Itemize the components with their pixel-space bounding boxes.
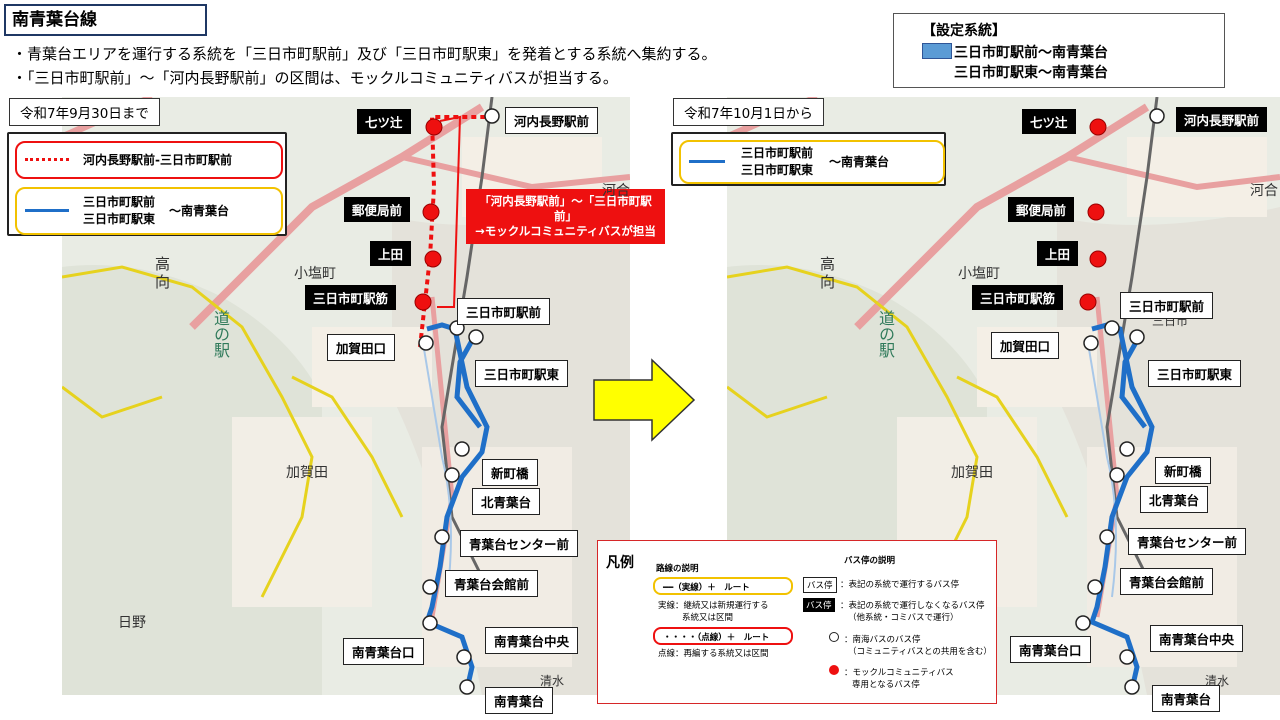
right-route-legend: 三日市町駅前 三日市町駅東 ～南青葉台: [671, 132, 946, 186]
left-legend-dotted: 河内長野駅前-三日市町駅前: [15, 141, 283, 179]
red-circle-stop-icon: [829, 665, 839, 675]
right-legend-solid-2: 三日市町駅東: [741, 163, 814, 177]
dotted-line-icon: [25, 158, 69, 161]
legend-stop-heading: バス停の説明: [844, 556, 896, 566]
settings-line-1: 三日市町駅前～南青葉台: [954, 45, 1108, 61]
left-red-note-line-2: →モックルコミュニティバスが担当: [475, 224, 656, 238]
legend-title: 凡例: [606, 555, 634, 571]
left-red-note-line-1: 「河内長野駅前」～「三日市町駅前」: [479, 194, 652, 223]
right-stop-mikkaichi-mae: 三日市町駅前: [1120, 292, 1214, 319]
left-stop-minami-aobadai-chuo: 南青葉台中央: [485, 627, 579, 654]
left-stop-shinmachibashi: 新町橋: [482, 459, 538, 486]
left-legend-solid: 三日市町駅前 三日市町駅東 ～南青葉台: [15, 187, 283, 235]
legend-red-circle-desc-1: ：モックルコミュニティバス: [844, 668, 954, 678]
left-stop-mikkaichi-mae: 三日市町駅前: [457, 298, 551, 325]
left-place-michinoeki: 道の駅: [211, 310, 230, 358]
left-stop-yubinkyoku: 郵便局前: [344, 197, 411, 222]
legend-dotted-box: ・・・・（点線）＋ ルート: [653, 627, 793, 645]
left-legend-solid-2: 三日市町駅東: [83, 212, 156, 226]
right-stop-shinmachibashi: 新町橋: [1155, 457, 1211, 484]
left-stop-kita-aobadai: 北青葉台: [472, 488, 541, 515]
legend-white-circle-desc-2: （コミュニティバスとの共用を含む）: [848, 647, 992, 657]
left-route-legend: 河内長野駅前-三日市町駅前 三日市町駅前 三日市町駅東 ～南青葉台: [7, 132, 287, 236]
right-place-koshiocho: 小塩町: [958, 266, 1000, 282]
left-stop-mikkaichi-suji: 三日市町駅筋: [305, 285, 397, 310]
left-place-koshiocho: 小塩町: [294, 266, 336, 282]
legend-solid-box: ━━（実線）＋ ルート: [653, 577, 793, 595]
left-stop-kagataguchi: 加賀田口: [327, 334, 396, 361]
legend-solid-desc-2: 系統又は区間: [682, 613, 734, 623]
right-date-label: 令和7年10月1日から: [673, 98, 824, 126]
right-stop-nanatsutsuji: 七ツ辻: [1022, 109, 1076, 134]
left-place-kagata: 加賀田: [286, 465, 328, 481]
legend-route-heading: 路線の説明: [656, 564, 699, 574]
left-place-kawai: 河合: [602, 183, 630, 199]
right-place-kagata: 加賀田: [951, 465, 993, 481]
left-place-hino: 日野: [118, 615, 146, 631]
solid-line-icon: [25, 209, 69, 212]
settings-heading: 【設定系統】: [922, 23, 1006, 39]
right-stop-aobadai-center: 青葉台センター前: [1128, 528, 1247, 555]
left-stop-nanatsutsuji: 七ツ辻: [357, 109, 411, 134]
right-legend-solid-1: 三日市町駅前: [741, 146, 814, 160]
right-stop-yubinkyoku: 郵便局前: [1008, 197, 1075, 222]
left-stop-minami-aobadai-guchi: 南青葉台口: [343, 638, 424, 665]
legend-red-circle-desc-2: 専用となるバス停: [852, 680, 920, 690]
right-stop-minami-aobadai-guchi: 南青葉台口: [1010, 636, 1091, 663]
right-place-kiyomizu: 清水: [1205, 674, 1230, 688]
right-legend-solid-suffix: ～南青葉台: [829, 155, 890, 169]
right-place-michinoeki: 道の駅: [876, 310, 895, 358]
right-stop-mikkaichi-suji: 三日市町駅筋: [972, 285, 1064, 310]
right-stop-aobadai-kaikan: 青葉台会館前: [1120, 568, 1214, 595]
legend-black-stop-desc-1: ：表記の系統で運行しなくなるバス停: [840, 601, 985, 611]
left-stop-minami-aobadai: 南青葉台: [485, 687, 554, 714]
legend-solid-desc-1: 実線：継続又は新規運行する: [658, 601, 769, 611]
right-legend-solid: 三日市町駅前 三日市町駅東 ～南青葉台: [679, 140, 945, 184]
right-stop-ueda: 上田: [1037, 241, 1079, 266]
left-legend-dotted-label: 河内長野駅前-三日市町駅前: [83, 153, 232, 167]
legend-white-circle-desc-1: ：南海バスのバス停: [844, 635, 921, 645]
legend-dotted-desc: 点線：再編する系統又は区間: [658, 649, 769, 659]
right-stop-mikkaichi-higashi: 三日市町駅東: [1148, 360, 1242, 387]
legend-dotted-label: ・・・・（点線）＋ ルート: [663, 633, 770, 643]
left-stop-ueda: 上田: [370, 241, 412, 266]
right-place-kouko: 高向: [820, 255, 836, 291]
settings-line-2: 三日市町駅東～南青葉台: [954, 65, 1108, 81]
legend-black-stop-desc-2: （他系統・コミバスで運行）: [848, 613, 959, 623]
blue-swatch-icon: [922, 43, 952, 59]
legend-white-stop-desc: ：表記の系統で運行するバス停: [840, 580, 960, 590]
left-date-label: 令和7年9月30日まで: [9, 98, 160, 126]
left-red-note: 「河内長野駅前」～「三日市町駅前」 →モックルコミュニティバスが担当: [466, 189, 665, 244]
right-place-kawai: 河合: [1250, 183, 1278, 199]
left-stop-mikkaichi-higashi: 三日市町駅東: [475, 360, 569, 387]
legend-solid-label: ━━（実線）＋ ルート: [663, 583, 750, 593]
right-stop-minami-aobadai-chuo: 南青葉台中央: [1150, 625, 1244, 652]
settings-box: 【設定系統】 三日市町駅前～南青葉台 三日市町駅東～南青葉台: [893, 13, 1225, 88]
left-place-kouko: 高向: [155, 255, 171, 291]
solid-line-icon: [689, 160, 725, 163]
left-stop-aobadai-center: 青葉台センター前: [460, 530, 579, 557]
description-line-2: ・「三日市町駅前」～「河内長野駅前」の区間は、モックルコミュニティバスが担当する…: [12, 69, 618, 87]
right-stop-kagataguchi: 加賀田口: [991, 332, 1060, 359]
map-legend: 凡例 路線の説明 バス停の説明 ━━（実線）＋ ルート 実線：継続又は新規運行す…: [597, 540, 997, 704]
right-stop-minami-aobadai: 南青葉台: [1152, 685, 1221, 712]
transition-arrow-icon: [593, 358, 696, 442]
legend-black-stop-tag: バス停: [803, 598, 835, 612]
left-stop-kawachinagano: 河内長野駅前: [505, 107, 599, 134]
right-stop-kawachinagano: 河内長野駅前: [1176, 107, 1268, 132]
right-stop-kita-aobadai: 北青葉台: [1140, 486, 1209, 513]
legend-white-stop-tag: バス停: [803, 577, 837, 593]
left-legend-solid-1: 三日市町駅前: [83, 195, 156, 209]
left-legend-solid-suffix: ～南青葉台: [169, 204, 230, 218]
description-line-1: ・青葉台エリアを運行する系統を「三日市町駅前」及び「三日市町駅東」を発着とする系…: [12, 45, 717, 63]
left-stop-aobadai-kaikan: 青葉台会館前: [445, 570, 539, 597]
page-title: 南青葉台線: [4, 4, 207, 36]
left-place-kiyomizu: 清水: [540, 674, 565, 688]
white-circle-stop-icon: [829, 632, 839, 642]
